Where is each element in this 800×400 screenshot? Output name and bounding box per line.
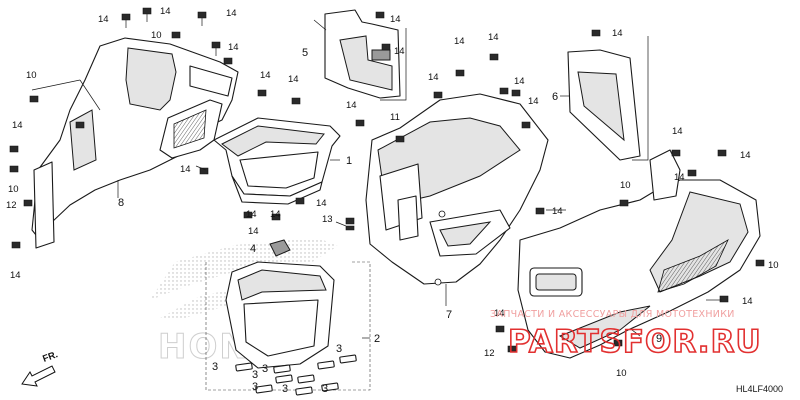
callout-5: 5 — [302, 47, 308, 59]
callout-3: 3 — [336, 343, 342, 355]
callout-14: 14 — [226, 8, 237, 19]
callout-3: 3 — [262, 363, 268, 375]
fasteners — [9, 7, 765, 353]
callout-14: 14 — [180, 164, 191, 175]
callout-13: 13 — [322, 214, 333, 225]
part-2-storage-lid — [205, 261, 371, 391]
arrow-icon — [21, 365, 56, 387]
callout-14: 14 — [270, 209, 281, 220]
callout-14: 14 — [454, 36, 465, 47]
callout-10: 10 — [616, 368, 627, 379]
callout-14: 14 — [228, 42, 239, 53]
watermark-text: ЗАПЧАСТИ И АКСЕССУАРЫ ДЛЯ МОТОТЕХНИКИ — [490, 309, 735, 320]
callout-14: 14 — [12, 120, 23, 131]
callout-3: 3 — [282, 383, 288, 395]
callout-labels: 14 14 14 10 14 10 14 14 14 14 10 12 14 1… — [6, 6, 779, 395]
part-1-storage-tray — [213, 117, 341, 205]
callout-14: 14 — [612, 28, 623, 39]
callout-14: 14 — [288, 74, 299, 85]
callout-7: 7 — [446, 309, 452, 321]
part-8-left-side-cover — [31, 37, 239, 249]
callout-10: 10 — [620, 180, 631, 191]
callout-3: 3 — [322, 383, 328, 395]
diagram-code: HL4LF4000 — [736, 384, 783, 394]
callout-12: 12 — [484, 348, 495, 359]
callout-2: 2 — [374, 333, 380, 345]
callout-10: 10 — [8, 184, 19, 195]
callout-1: 1 — [346, 155, 352, 167]
direction-label: FR. — [41, 349, 59, 365]
callout-4: 4 — [250, 243, 256, 255]
callout-9: 9 — [656, 333, 662, 345]
callout-14: 14 — [246, 209, 257, 220]
callout-14: 14 — [160, 6, 171, 17]
callout-14: 14 — [740, 150, 751, 161]
callout-12: 12 — [6, 200, 17, 211]
leader-lines — [31, 19, 722, 337]
callout-3: 3 — [212, 361, 218, 373]
callout-14: 14 — [672, 126, 683, 137]
callout-3: 3 — [252, 369, 258, 381]
part-5-upper-bracket — [324, 9, 407, 101]
callout-14: 14 — [514, 76, 525, 87]
callout-14: 14 — [552, 206, 563, 217]
callout-14: 14 — [10, 270, 21, 281]
part-9-right-side-cover — [517, 149, 761, 359]
part-4-clip — [269, 239, 291, 257]
callout-11: 11 — [390, 112, 400, 123]
callout-14: 14 — [674, 172, 685, 183]
callout-14: 14 — [528, 96, 539, 107]
site-watermark: ЗАПЧАСТИ И АКСЕССУАРЫ ДЛЯ МОТОТЕХНИКИ PA… — [490, 309, 762, 361]
callout-14: 14 — [494, 308, 505, 319]
callout-14: 14 — [260, 70, 271, 81]
part-3-pads — [235, 354, 357, 396]
watermark-logo: PARTSFOR.RU — [508, 324, 762, 360]
callout-6: 6 — [552, 91, 558, 103]
callout-14: 14 — [346, 100, 357, 111]
callout-14: 14 — [390, 14, 401, 25]
callout-14: 14 — [248, 226, 259, 237]
callout-10: 10 — [768, 260, 779, 271]
callout-3: 3 — [252, 381, 258, 393]
callout-14: 14 — [394, 46, 405, 57]
callout-14: 14 — [98, 14, 109, 25]
callout-10: 10 — [26, 70, 37, 81]
callout-8: 8 — [118, 197, 124, 209]
front-direction-indicator: FR. — [21, 349, 59, 387]
callout-14: 14 — [316, 198, 327, 209]
part-6-right-bracket — [567, 36, 649, 161]
callout-14: 14 — [488, 32, 499, 43]
callout-14: 14 — [428, 72, 439, 83]
callout-10: 10 — [151, 30, 162, 41]
callout-14: 14 — [742, 296, 753, 307]
part-7-center-floor-panel — [365, 93, 549, 286]
